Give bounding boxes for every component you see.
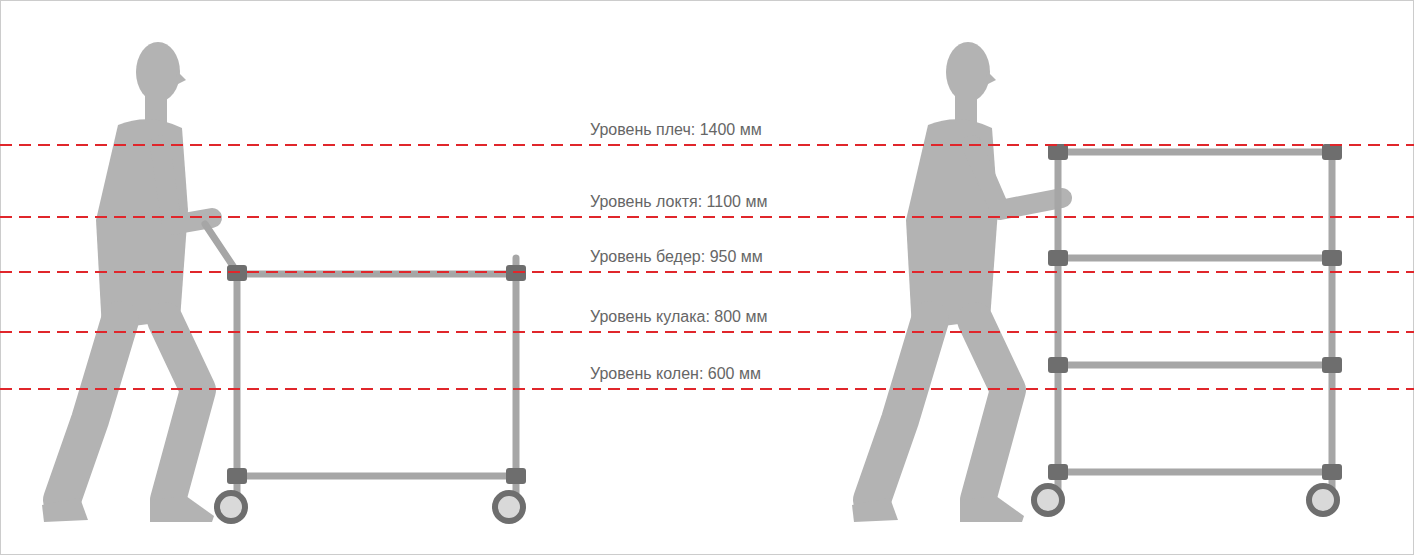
person-silhouette [42,42,214,522]
level-label: Уровень колен: 600 мм [588,364,763,384]
level-label: Уровень локтя: 1100 мм [588,192,769,212]
tall-cart [1034,144,1342,514]
level-label: Уровень плеч: 1400 мм [588,120,764,140]
level-label: Уровень бедер: 950 мм [588,247,765,267]
low-cart [205,224,526,521]
level-lines [0,145,1414,389]
person-silhouette [852,42,1062,522]
level-label: Уровень кулака: 800 мм [588,307,769,327]
